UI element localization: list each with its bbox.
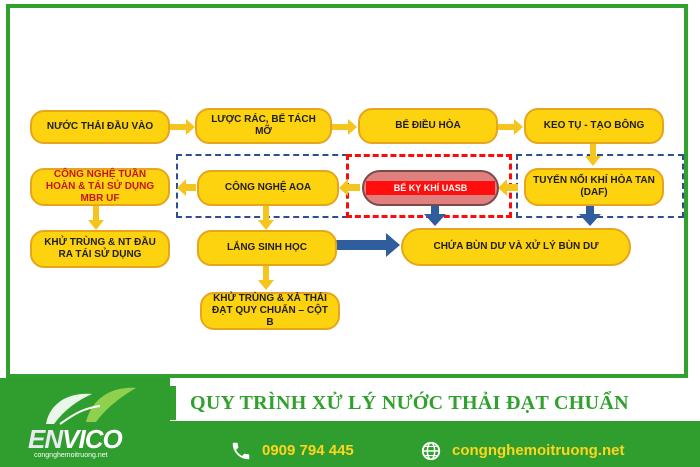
arrow-n5-n11 — [579, 206, 601, 226]
footer-title-bar — [170, 386, 694, 420]
node-cong-nghe-aoa: CÔNG NGHỆ AOA — [197, 170, 339, 206]
arrow-n7-n8 — [177, 179, 196, 196]
arrow-n5-n6 — [498, 179, 518, 196]
brand-logo-sub: congnghemoitruong.net — [34, 452, 108, 459]
node-chua-bun-du: CHỨA BÙN DƯ VÀ XỬ LÝ BÙN DƯ — [401, 228, 631, 266]
arrow-n7-n10 — [258, 206, 274, 230]
arrow-n3-n4 — [498, 119, 523, 135]
node-nuoc-thai-dau-vao: NƯỚC THẢI ĐẦU VÀO — [30, 110, 170, 144]
arrow-n8-n9 — [88, 206, 104, 230]
node-khu-trung-nt-dau-ra: KHỬ TRÙNG & NT ĐẦU RA TÁI SỬ DỤNG — [30, 230, 170, 268]
arrow-n1-n2 — [170, 119, 195, 135]
globe-icon — [421, 441, 441, 461]
arrow-n6-n7 — [339, 179, 360, 196]
arrow-n4-n5 — [585, 142, 601, 166]
node-tuyen-noi-khi-hoa-tan: TUYỂN NỔI KHÍ HÒA TAN (DAF) — [524, 168, 664, 206]
arrow-n10-n11 — [336, 233, 400, 257]
node-keo-tu-tao-bong: KEO TỤ - TẠO BÔNG — [524, 108, 664, 144]
node-khu-trung-xa-thai-cot-b: KHỬ TRÙNG & XẢ THẢI ĐẠT QUY CHUẨN – CỘT … — [200, 292, 340, 330]
uasb-label: BỂ KỴ KHÍ UASB — [366, 181, 495, 195]
arrow-n6-n11 — [424, 206, 446, 226]
arrow-n10-n12 — [258, 266, 274, 290]
brand-logo: ENVICO — [28, 424, 123, 455]
arrow-n2-n3 — [332, 119, 357, 135]
footer-title: QUY TRÌNH XỬ LÝ NƯỚC THẢI ĐẠT CHUẨN — [190, 392, 629, 414]
node-luoc-rac-be-tach-mo: LƯỢC RÁC, BỂ TÁCH MỠ — [195, 108, 332, 144]
contact-phone[interactable]: 0909 794 445 — [262, 442, 354, 459]
node-be-dieu-hoa: BỂ ĐIỀU HÒA — [358, 108, 498, 144]
phone-icon — [232, 442, 250, 460]
logo-panel — [0, 378, 170, 467]
leaf-logo-icon — [46, 387, 136, 425]
brand-logo-rest: VICO — [62, 424, 123, 454]
brand-logo-en: EN — [28, 424, 63, 454]
node-lang-sinh-hoc: LẮNG SINH HỌC — [197, 230, 337, 266]
contact-website[interactable]: congnghemoitruong.net — [452, 442, 625, 459]
node-cong-nghe-tuan-hoan-mbr-uf: CÔNG NGHỆ TUẦN HOÀN & TÁI SỬ DỤNG MBR UF — [30, 168, 170, 206]
